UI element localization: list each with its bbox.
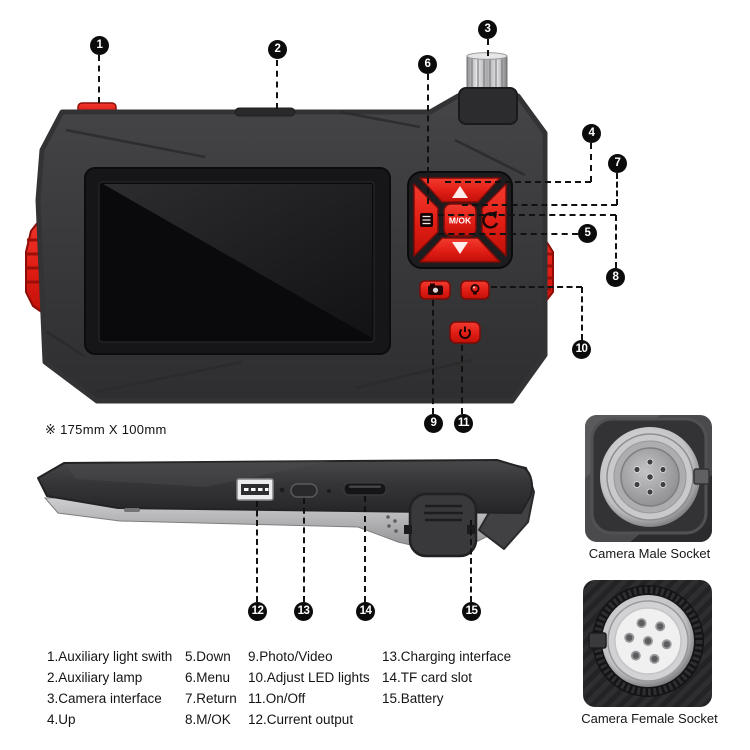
callout-6: 6 bbox=[418, 55, 437, 74]
legend-item: 15.Battery bbox=[382, 691, 444, 706]
callout-line-8-h bbox=[438, 214, 616, 216]
callout-line-4-v bbox=[590, 143, 592, 182]
led-adjust-button bbox=[460, 280, 490, 300]
underside-slot bbox=[124, 508, 140, 512]
mok-label: M/OK bbox=[449, 216, 472, 226]
callout-11: 11 bbox=[454, 414, 473, 433]
legend-item: 8.M/OK bbox=[185, 712, 231, 727]
mic-hole bbox=[327, 489, 331, 493]
callout-line-10-h bbox=[491, 286, 582, 288]
photo-video-button bbox=[419, 280, 451, 300]
speaker-holes bbox=[386, 515, 398, 533]
usb-output-port bbox=[236, 478, 274, 501]
female-socket-photo bbox=[583, 580, 712, 707]
screen-reflection bbox=[103, 184, 372, 338]
dimension-note: ※ 175mm X 100mm bbox=[45, 422, 167, 437]
callout-line-1 bbox=[98, 55, 100, 103]
female-socket-label: Camera Female Socket bbox=[581, 711, 718, 726]
callout-9: 9 bbox=[424, 414, 443, 433]
legend-item: 4.Up bbox=[47, 712, 76, 727]
callout-2: 2 bbox=[268, 40, 287, 59]
connector-mount bbox=[458, 87, 518, 125]
return-button bbox=[481, 183, 507, 257]
female-socket-key-tab bbox=[588, 632, 607, 649]
callout-4: 4 bbox=[582, 124, 601, 143]
legend-column-4: 13.Charging interface 14.TF card slot 15… bbox=[382, 646, 511, 709]
legend-item: 10.Adjust LED lights bbox=[248, 670, 370, 685]
callout-13: 13 bbox=[294, 602, 313, 621]
legend-item: 11.On/Off bbox=[248, 691, 306, 706]
side-facet bbox=[66, 461, 330, 487]
body-facets bbox=[46, 110, 526, 394]
power-button bbox=[449, 321, 481, 344]
charging-port bbox=[290, 483, 318, 498]
callout-5: 5 bbox=[578, 224, 597, 243]
battery-compartment bbox=[404, 492, 478, 558]
callout-14: 14 bbox=[356, 602, 375, 621]
aux-lamp bbox=[234, 107, 296, 117]
legend-item: 7.Return bbox=[185, 691, 237, 706]
callout-line-9 bbox=[432, 300, 434, 414]
callout-7: 7 bbox=[608, 154, 627, 173]
legend-item: 1.Auxiliary light swith bbox=[47, 649, 173, 664]
male-socket-photo bbox=[585, 415, 712, 542]
callout-line-11 bbox=[461, 345, 463, 414]
callout-3: 3 bbox=[478, 20, 497, 39]
callout-15: 15 bbox=[462, 602, 481, 621]
callout-line-12 bbox=[256, 501, 258, 602]
device-side bbox=[37, 459, 535, 558]
tf-card-slot bbox=[343, 482, 387, 496]
legend-item: 9.Photo/Video bbox=[248, 649, 333, 664]
legend-item: 5.Down bbox=[185, 649, 231, 664]
camera-interface-connector bbox=[466, 52, 508, 93]
legend-item: 13.Charging interface bbox=[382, 649, 512, 664]
callout-line-10-v bbox=[581, 287, 583, 340]
power-icon bbox=[459, 326, 471, 339]
callout-line-15 bbox=[470, 520, 472, 602]
legend-item: 14.TF card slot bbox=[382, 670, 473, 685]
legend-column-3: 9.Photo/Video 10.Adjust LED lights 11.On… bbox=[248, 646, 370, 730]
callout-1: 1 bbox=[90, 36, 109, 55]
female-socket-holes bbox=[624, 618, 672, 664]
male-socket-label: Camera Male Socket bbox=[588, 546, 711, 561]
callout-line-4-h bbox=[445, 181, 591, 183]
legend-column-2: 5.Down 6.Menu 7.Return 8.M/OK bbox=[185, 646, 237, 730]
callout-line-7-v bbox=[616, 173, 618, 205]
legend-item: 6.Menu bbox=[185, 670, 231, 685]
up-arrow-icon bbox=[452, 186, 468, 198]
callout-line-5 bbox=[438, 233, 578, 235]
callout-line-13 bbox=[303, 498, 305, 602]
callout-line-14 bbox=[364, 496, 366, 602]
callout-8: 8 bbox=[606, 268, 625, 287]
legend-item: 3.Camera interface bbox=[47, 691, 162, 706]
callout-line-3 bbox=[487, 39, 489, 56]
led-icon bbox=[470, 283, 480, 295]
camera-icon bbox=[428, 283, 443, 295]
reset-hole bbox=[279, 487, 285, 493]
callout-line-7-h bbox=[462, 204, 617, 206]
mok-button bbox=[443, 203, 477, 237]
legend-item: 12.Current output bbox=[248, 712, 354, 727]
legend-column-1: 1.Auxiliary light swith 2.Auxiliary lamp… bbox=[47, 646, 172, 730]
callout-12: 12 bbox=[248, 602, 267, 621]
male-socket-key-tab bbox=[693, 468, 710, 485]
menu-icon bbox=[420, 213, 433, 227]
callout-line-2 bbox=[276, 60, 278, 109]
callout-line-6 bbox=[427, 74, 429, 204]
device-front: M/OK bbox=[25, 52, 554, 404]
male-socket-pins bbox=[633, 458, 667, 496]
dpad: M/OK bbox=[407, 171, 513, 269]
legend-item: 2.Auxiliary lamp bbox=[47, 670, 143, 685]
callout-10: 10 bbox=[572, 340, 591, 359]
callout-line-8-v bbox=[615, 215, 617, 268]
down-arrow-icon bbox=[452, 242, 468, 254]
